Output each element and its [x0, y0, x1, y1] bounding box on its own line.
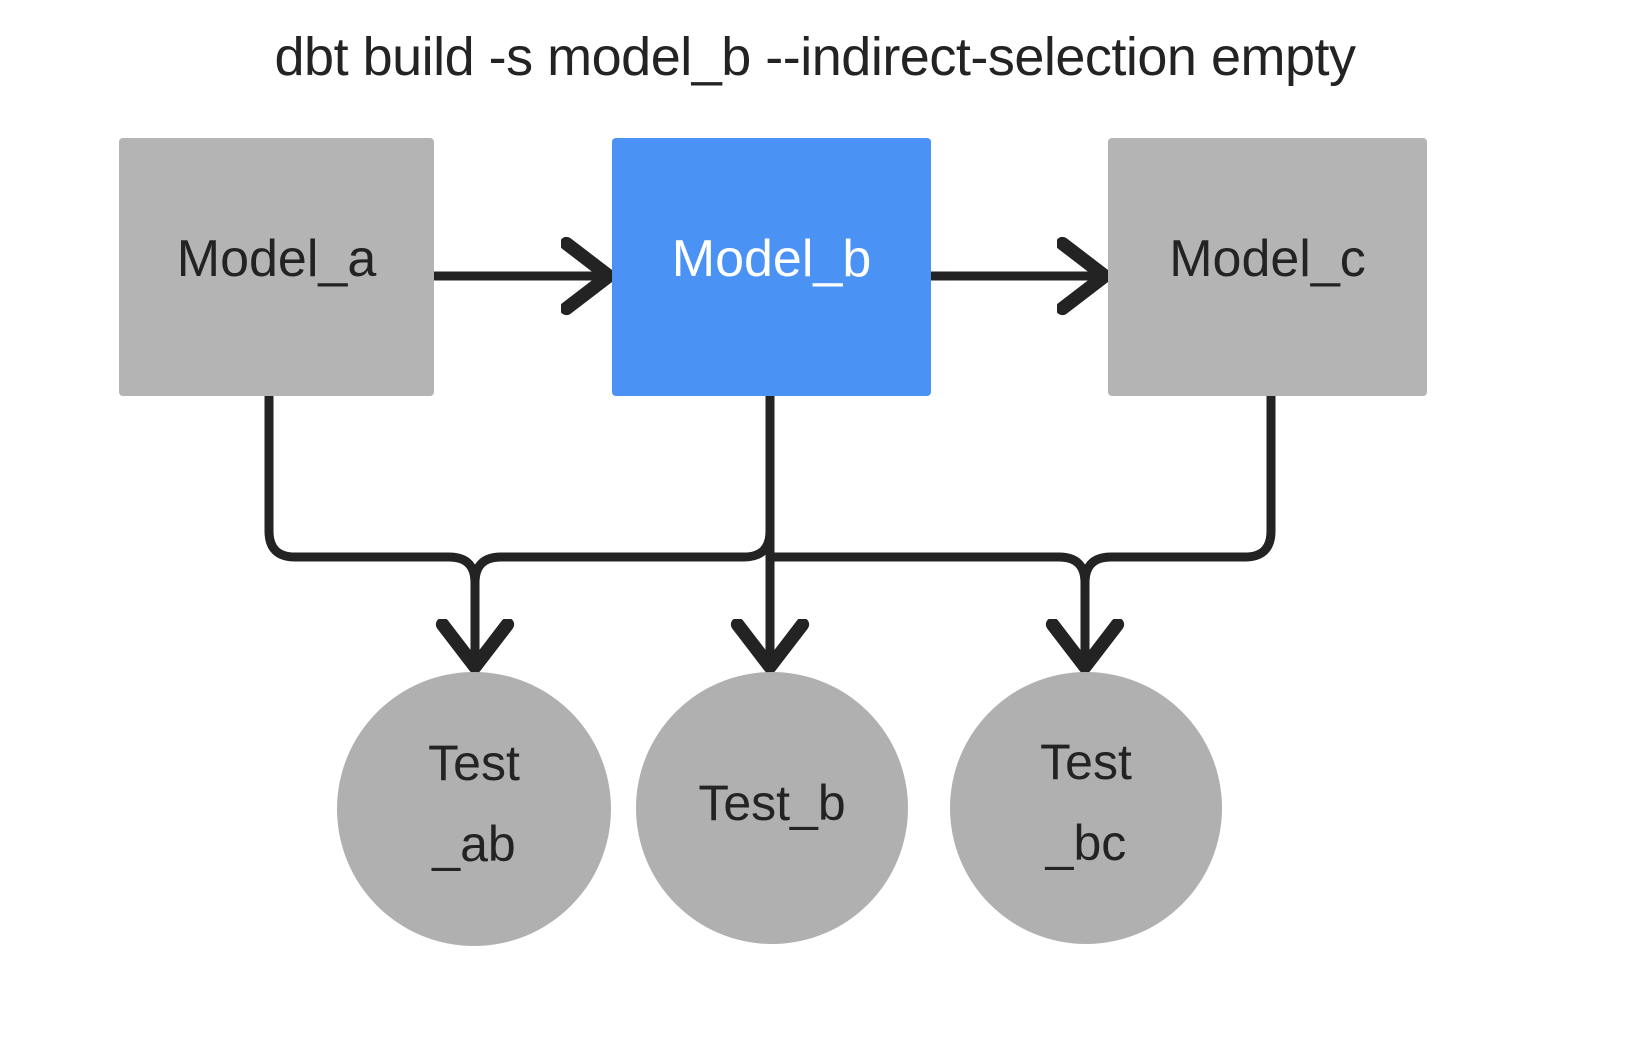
node-model-b[interactable]: Model_b — [612, 138, 931, 396]
node-model-b-label: Model_b — [671, 229, 872, 288]
node-model-a[interactable]: Model_a — [119, 138, 434, 396]
node-test-bc[interactable]: Test _bc — [950, 672, 1222, 944]
edge-model-a-to-test-ab — [264, 391, 475, 665]
node-model-c-label: Model_c — [1169, 229, 1366, 288]
node-model-a-label: Model_a — [176, 229, 377, 288]
node-test-ab[interactable]: Test _ab — [337, 672, 611, 946]
edge-model-c-to-test-bc — [1080, 391, 1276, 588]
edge-model-b-to-test-ab — [470, 391, 775, 588]
node-test-b[interactable]: Test_b — [636, 672, 908, 944]
node-model-c[interactable]: Model_c — [1108, 138, 1427, 396]
node-test-ab-label: Test _ab — [428, 735, 520, 872]
node-test-b-label: Test_b — [698, 774, 846, 831]
diagram-title: dbt build -s model_b --indirect-selectio… — [274, 27, 1357, 87]
edge-model-b-to-test-bc — [765, 552, 1085, 665]
node-test-bc-label: Test _bc — [1040, 734, 1132, 871]
